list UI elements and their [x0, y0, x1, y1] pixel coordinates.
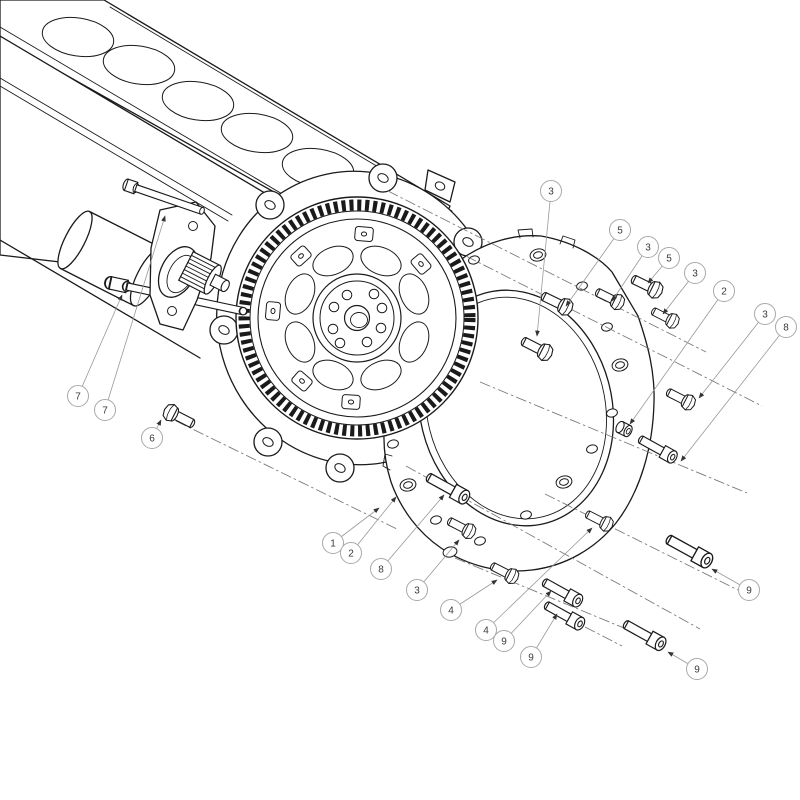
balloon-number: 7 [75, 392, 81, 403]
balloon-number: 2 [721, 287, 727, 298]
balloon-number: 9 [746, 586, 752, 597]
callout-balloon: 8 [775, 316, 797, 338]
flywheel-cutouts [284, 245, 430, 391]
balloon-number: 7 [102, 406, 108, 417]
callout-balloon: 3 [540, 180, 562, 202]
balloon-number: 3 [645, 243, 651, 254]
balloon-number: 9 [694, 665, 700, 676]
callout-balloon: 4 [475, 619, 497, 641]
callout-balloon: 9 [520, 646, 542, 668]
balloon-number: 5 [617, 226, 623, 237]
ring-gear-teeth [238, 199, 476, 437]
starter-pinion-gear [177, 250, 230, 295]
balloon-number: 5 [666, 254, 672, 265]
balloon-number: 6 [149, 434, 155, 445]
balloon-number: 2 [348, 549, 354, 560]
callout-balloon: 2 [713, 280, 735, 302]
callout-balloon: 4 [440, 599, 462, 621]
balloon-number: 3 [414, 586, 420, 597]
flywheel-hub [312, 273, 402, 363]
explode-centerlines [175, 190, 763, 647]
socket-head-screw [620, 616, 669, 653]
callout-balloon: 6 [141, 427, 163, 449]
flange-ear [209, 163, 483, 483]
starter-hex-bolt [159, 401, 199, 433]
balloon-number: 3 [548, 187, 554, 198]
cylinder-bores [41, 16, 355, 189]
balloon-number: 9 [528, 653, 534, 664]
callout-balloon: 3 [684, 262, 706, 284]
balloon-number: 4 [448, 606, 454, 617]
balloon-number: 8 [783, 323, 789, 334]
callout-balloon: 5 [658, 247, 680, 269]
hex-bolt [627, 270, 667, 302]
callout-balloon: 8 [370, 558, 392, 580]
callout-balloon: 9 [686, 658, 708, 680]
callout-balloon: 1 [322, 532, 344, 554]
callout-balloon: 7 [94, 399, 116, 421]
callout-balloon: 2 [340, 542, 362, 564]
callout-balloons: 3 5 3 5 3 2 3 8 7 7 6 1 2 8 3 4 4 9 9 9 … [67, 180, 797, 680]
callout-balloon: 5 [609, 219, 631, 241]
flywheel-pads [264, 225, 432, 410]
balloon-number: 9 [501, 637, 507, 648]
callout-balloon: 7 [67, 385, 89, 407]
balloon-number: 8 [378, 565, 384, 576]
balloon-number: 1 [330, 539, 336, 550]
callout-balloon: 9 [493, 630, 515, 652]
starter-motor [57, 177, 250, 331]
callout-balloon: 9 [738, 579, 760, 601]
hex-bolt [648, 303, 683, 332]
callout-balloon: 3 [637, 236, 659, 258]
balloon-number: 3 [762, 310, 768, 321]
flywheel [235, 196, 479, 440]
balloon-number: 3 [692, 269, 698, 280]
hex-bolt [662, 383, 699, 414]
balloon-number: 4 [483, 626, 489, 637]
callout-balloon: 3 [406, 579, 428, 601]
callout-balloon: 3 [754, 303, 776, 325]
socket-head-screw [662, 530, 716, 571]
